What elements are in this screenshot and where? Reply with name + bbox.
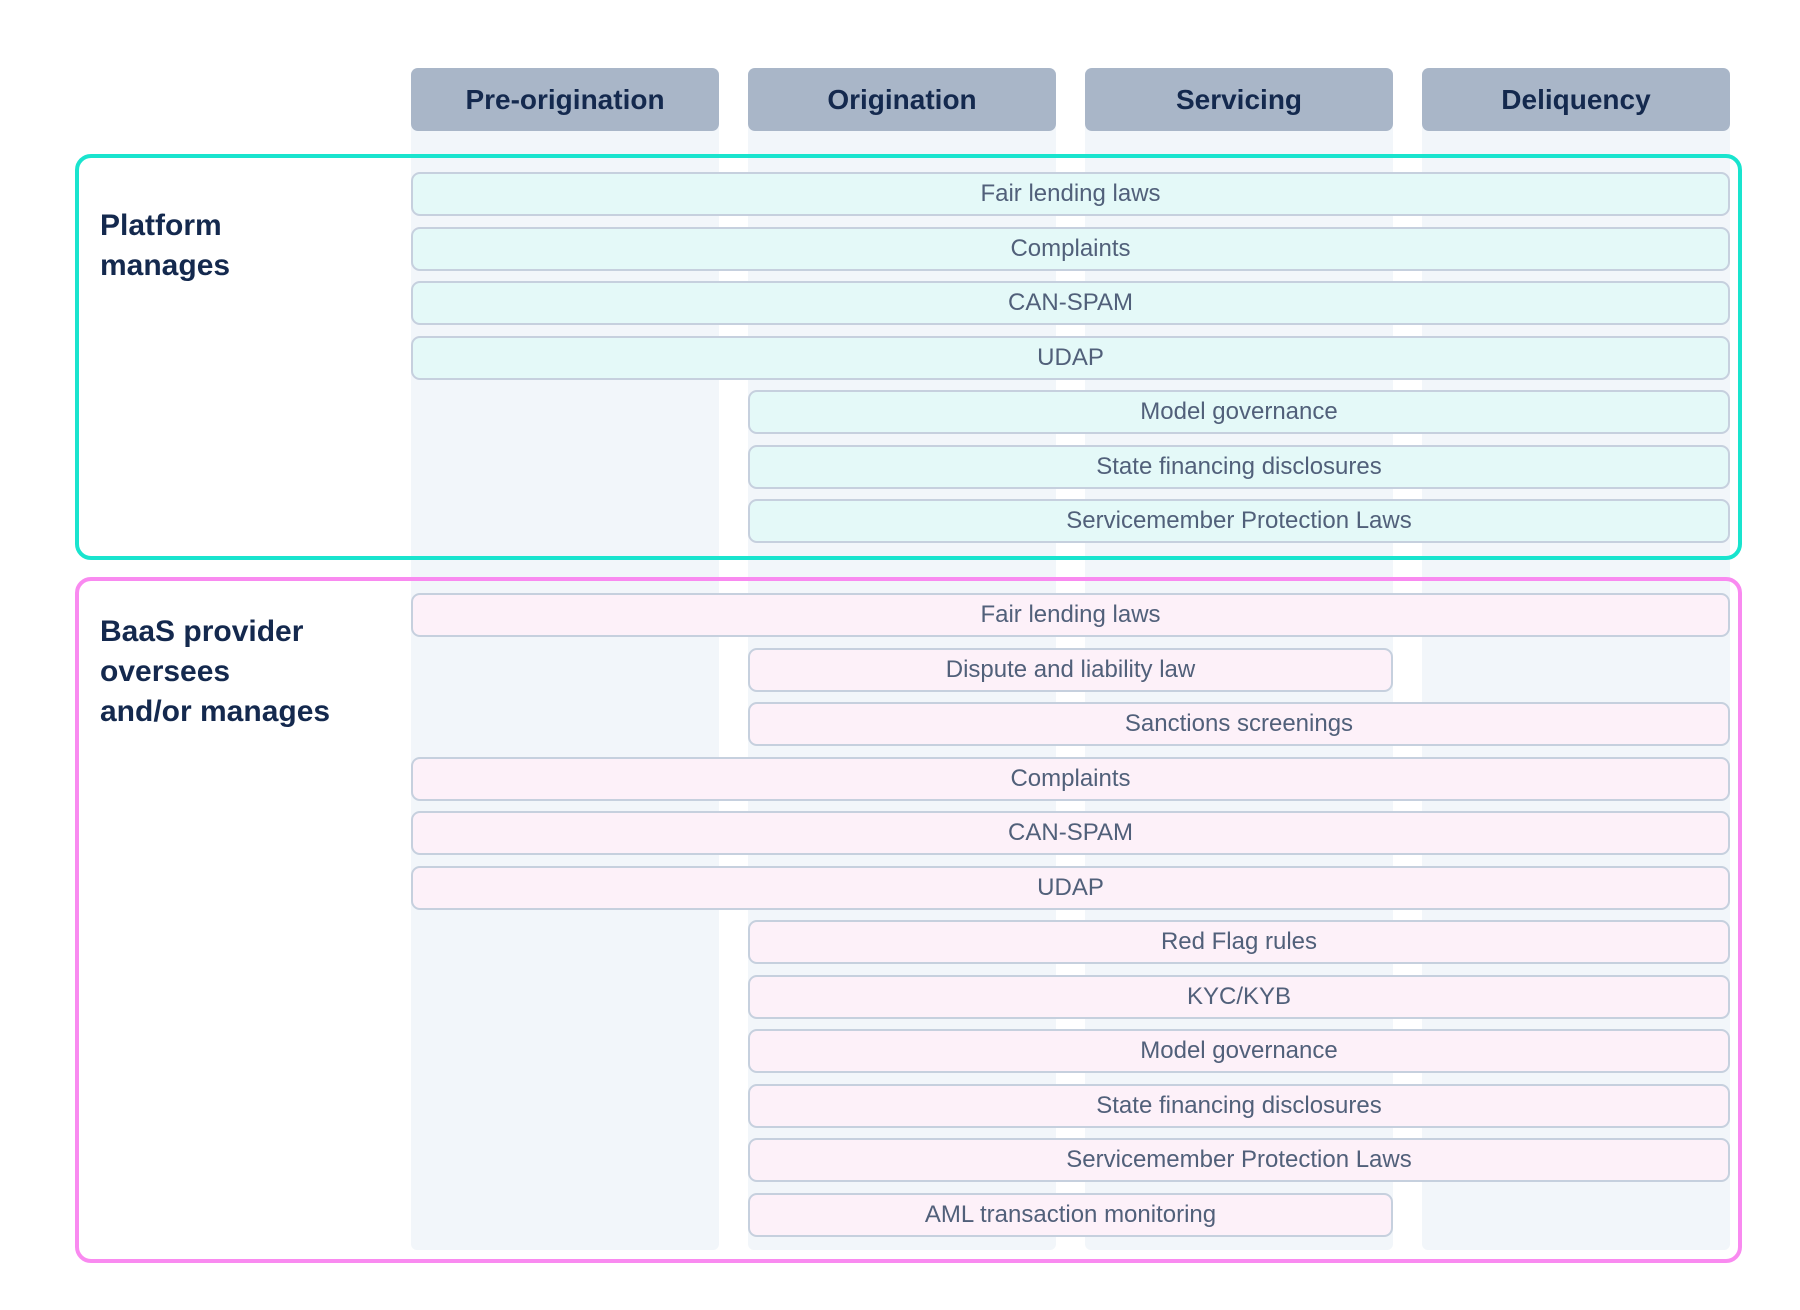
section-box-platform-manages — [75, 154, 1742, 560]
section-label-line: Platform — [100, 209, 222, 242]
compliance-bar: Fair lending laws — [411, 172, 1730, 216]
section-label-line: and/or manages — [100, 695, 331, 728]
section-label-line: oversees — [100, 655, 231, 688]
column-header-3: Deliquency — [1422, 68, 1730, 131]
section-label-line: BaaS provider — [100, 615, 304, 648]
compliance-bar: Fair lending laws — [411, 593, 1730, 637]
column-header-0: Pre-origination — [411, 68, 719, 131]
column-header-1: Origination — [748, 68, 1056, 131]
compliance-bar: Complaints — [411, 756, 1730, 801]
section-label-platform-manages: Platform manages — [100, 206, 410, 286]
compliance-bar: UDAP — [411, 335, 1730, 380]
compliance-bar: State financing disclosures — [748, 444, 1730, 489]
compliance-bar: AML transaction monitoring — [748, 1192, 1393, 1237]
compliance-bar: Sanctions screenings — [748, 702, 1730, 746]
compliance-bar: Model governance — [748, 390, 1730, 434]
section-label-baas-provider-oversees: BaaS provider oversees and/or manages — [100, 612, 410, 732]
compliance-bar: KYC/KYB — [748, 974, 1730, 1019]
compliance-bar: Servicemember Protection Laws — [748, 1138, 1730, 1182]
compliance-bar: CAN-SPAM — [411, 281, 1730, 325]
compliance-bar: UDAP — [411, 865, 1730, 910]
section-label-line: manages — [100, 249, 231, 282]
column-header-2: Servicing — [1085, 68, 1393, 131]
compliance-bar: CAN-SPAM — [411, 811, 1730, 855]
compliance-bar: Red Flag rules — [748, 920, 1730, 964]
section-box-baas-provider-oversees — [75, 577, 1742, 1263]
compliance-bar: Complaints — [411, 226, 1730, 271]
compliance-bar: Servicemember Protection Laws — [748, 499, 1730, 543]
compliance-bar: Dispute and liability law — [748, 647, 1393, 692]
compliance-bar: Model governance — [748, 1029, 1730, 1073]
compliance-bar: State financing disclosures — [748, 1083, 1730, 1128]
